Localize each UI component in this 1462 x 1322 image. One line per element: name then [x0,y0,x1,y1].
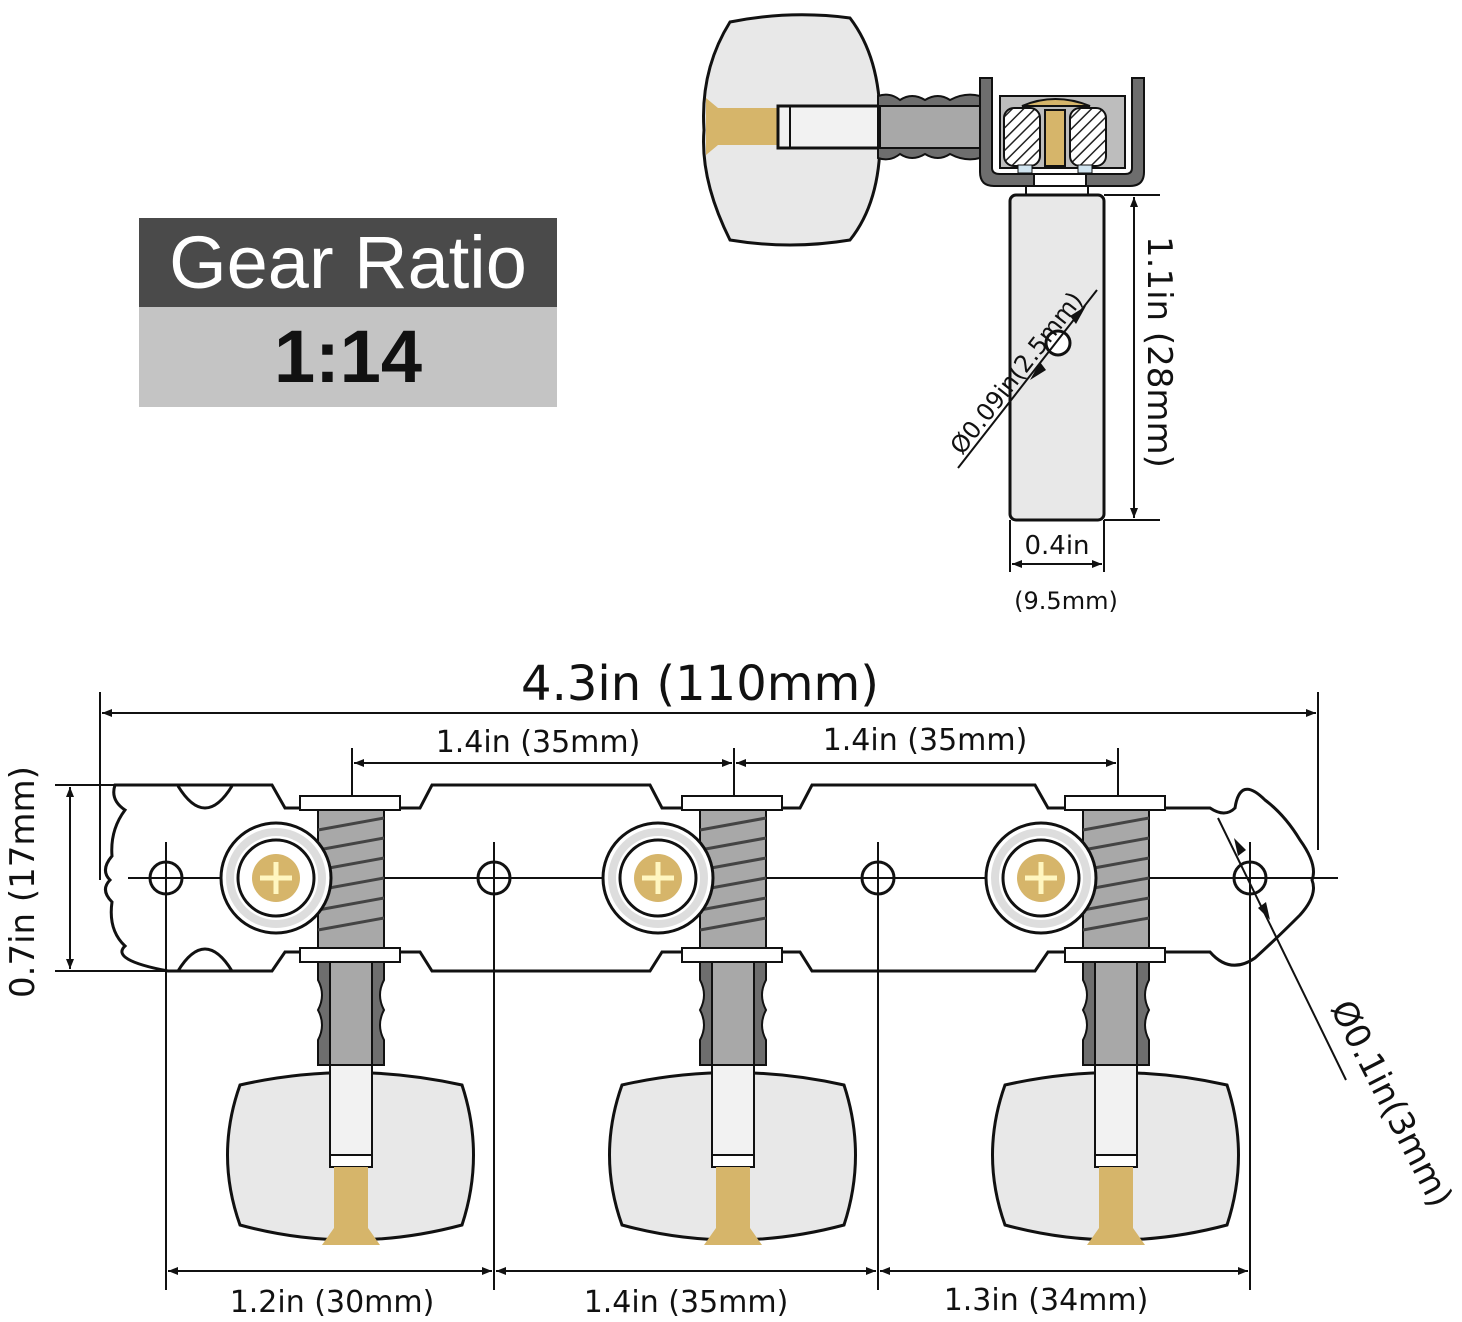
hole-spacing-1: 1.2in (30mm) [230,1285,435,1320]
overall-length-dimension: 4.3in (110mm) [521,656,879,712]
side-housing [979,77,1145,187]
tuner-unit-2 [601,795,857,1245]
side-gear-screw [1044,109,1066,167]
post-spacing-1: 1.4in (35mm) [436,725,641,760]
post-width-mm: (9.5mm) [1014,587,1118,615]
hole-spacing-2: 1.4in (35mm) [584,1285,789,1320]
post-height-dimension: 1.1in (28mm) [1139,236,1179,468]
mounting-hole-dimension: Ø0.1in(3mm) [1322,994,1460,1214]
brass-screw [1087,1167,1145,1245]
post-spacing-2: 1.4in (35mm) [823,723,1028,758]
brass-screw [704,1167,762,1245]
gear-ratio-label: Gear Ratio [139,218,557,307]
tuner-unit-1 [219,795,475,1245]
hole-spacing-3: 1.3in (34mm) [944,1283,1149,1318]
gear-ratio-value: 1:14 [139,307,557,407]
post-width-in: 0.4in [1024,531,1089,561]
plate-height-dimension: 0.7in (17mm) [3,766,43,998]
side-gear-right [1069,107,1107,167]
tuner-unit-3 [984,795,1240,1245]
side-post [1008,193,1106,522]
gear-ratio-badge: Gear Ratio 1:14 [139,218,557,407]
front-view: 4.3in (110mm) 1.4in (35mm) 1.4in (35mm) … [3,656,1460,1320]
side-brass-screw [706,98,778,155]
brass-screw [322,1167,380,1245]
side-view: Ø0.09in(2.5mm) 1.1in (28mm) 0.4in (9.5mm… [702,13,1179,615]
side-gear-left [1003,107,1041,167]
mounting-holes [148,842,1268,1290]
